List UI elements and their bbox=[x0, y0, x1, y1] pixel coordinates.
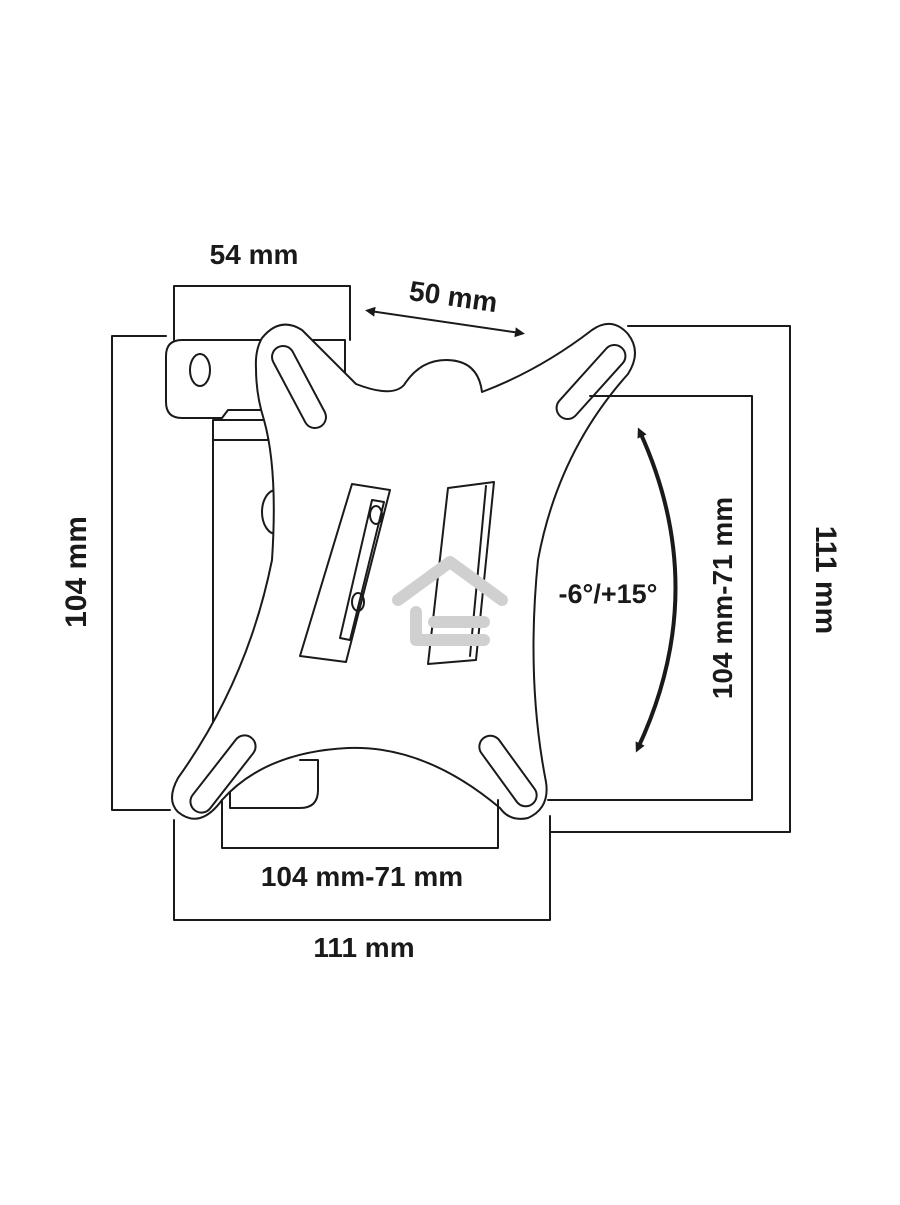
mounting-slot-top-left bbox=[271, 344, 327, 430]
dim-line-111mm-horizontal bbox=[173, 815, 551, 921]
dim-line-111mm-vertical bbox=[549, 325, 791, 833]
dim-arrow-50mm bbox=[365, 306, 525, 338]
dim-line-104-71mm-horizontal bbox=[221, 799, 499, 849]
label-104-71mm-vertical: 104 mm-71 mm bbox=[707, 497, 738, 699]
label-54mm: 54 mm bbox=[210, 239, 299, 270]
label-111mm-horizontal: 111 mm bbox=[313, 932, 414, 963]
hinge-bracket-left bbox=[299, 483, 391, 663]
curved-double-arrow-icon bbox=[635, 427, 678, 753]
mounting-slot-top-right bbox=[555, 343, 627, 421]
wall-plate-hole bbox=[189, 353, 211, 387]
dim-line-104mm-left bbox=[111, 335, 171, 811]
label-111mm-vertical: 111 mm bbox=[809, 526, 842, 634]
mounting-slot-bottom-right bbox=[478, 734, 538, 808]
label-tilt-range: -6°/+15° bbox=[559, 579, 658, 609]
dim-line-104-71mm-vertical bbox=[547, 395, 753, 801]
label-104mm-left: 104 mm bbox=[60, 516, 93, 628]
label-104-71mm-horizontal: 104 mm-71 mm bbox=[261, 861, 463, 892]
dim-line-54mm bbox=[173, 285, 351, 341]
vesa-plate bbox=[171, 323, 636, 820]
house-watermark-icon bbox=[392, 556, 508, 646]
mounting-slot-bottom-left bbox=[189, 734, 257, 814]
label-50mm: 50 mm bbox=[407, 275, 499, 318]
